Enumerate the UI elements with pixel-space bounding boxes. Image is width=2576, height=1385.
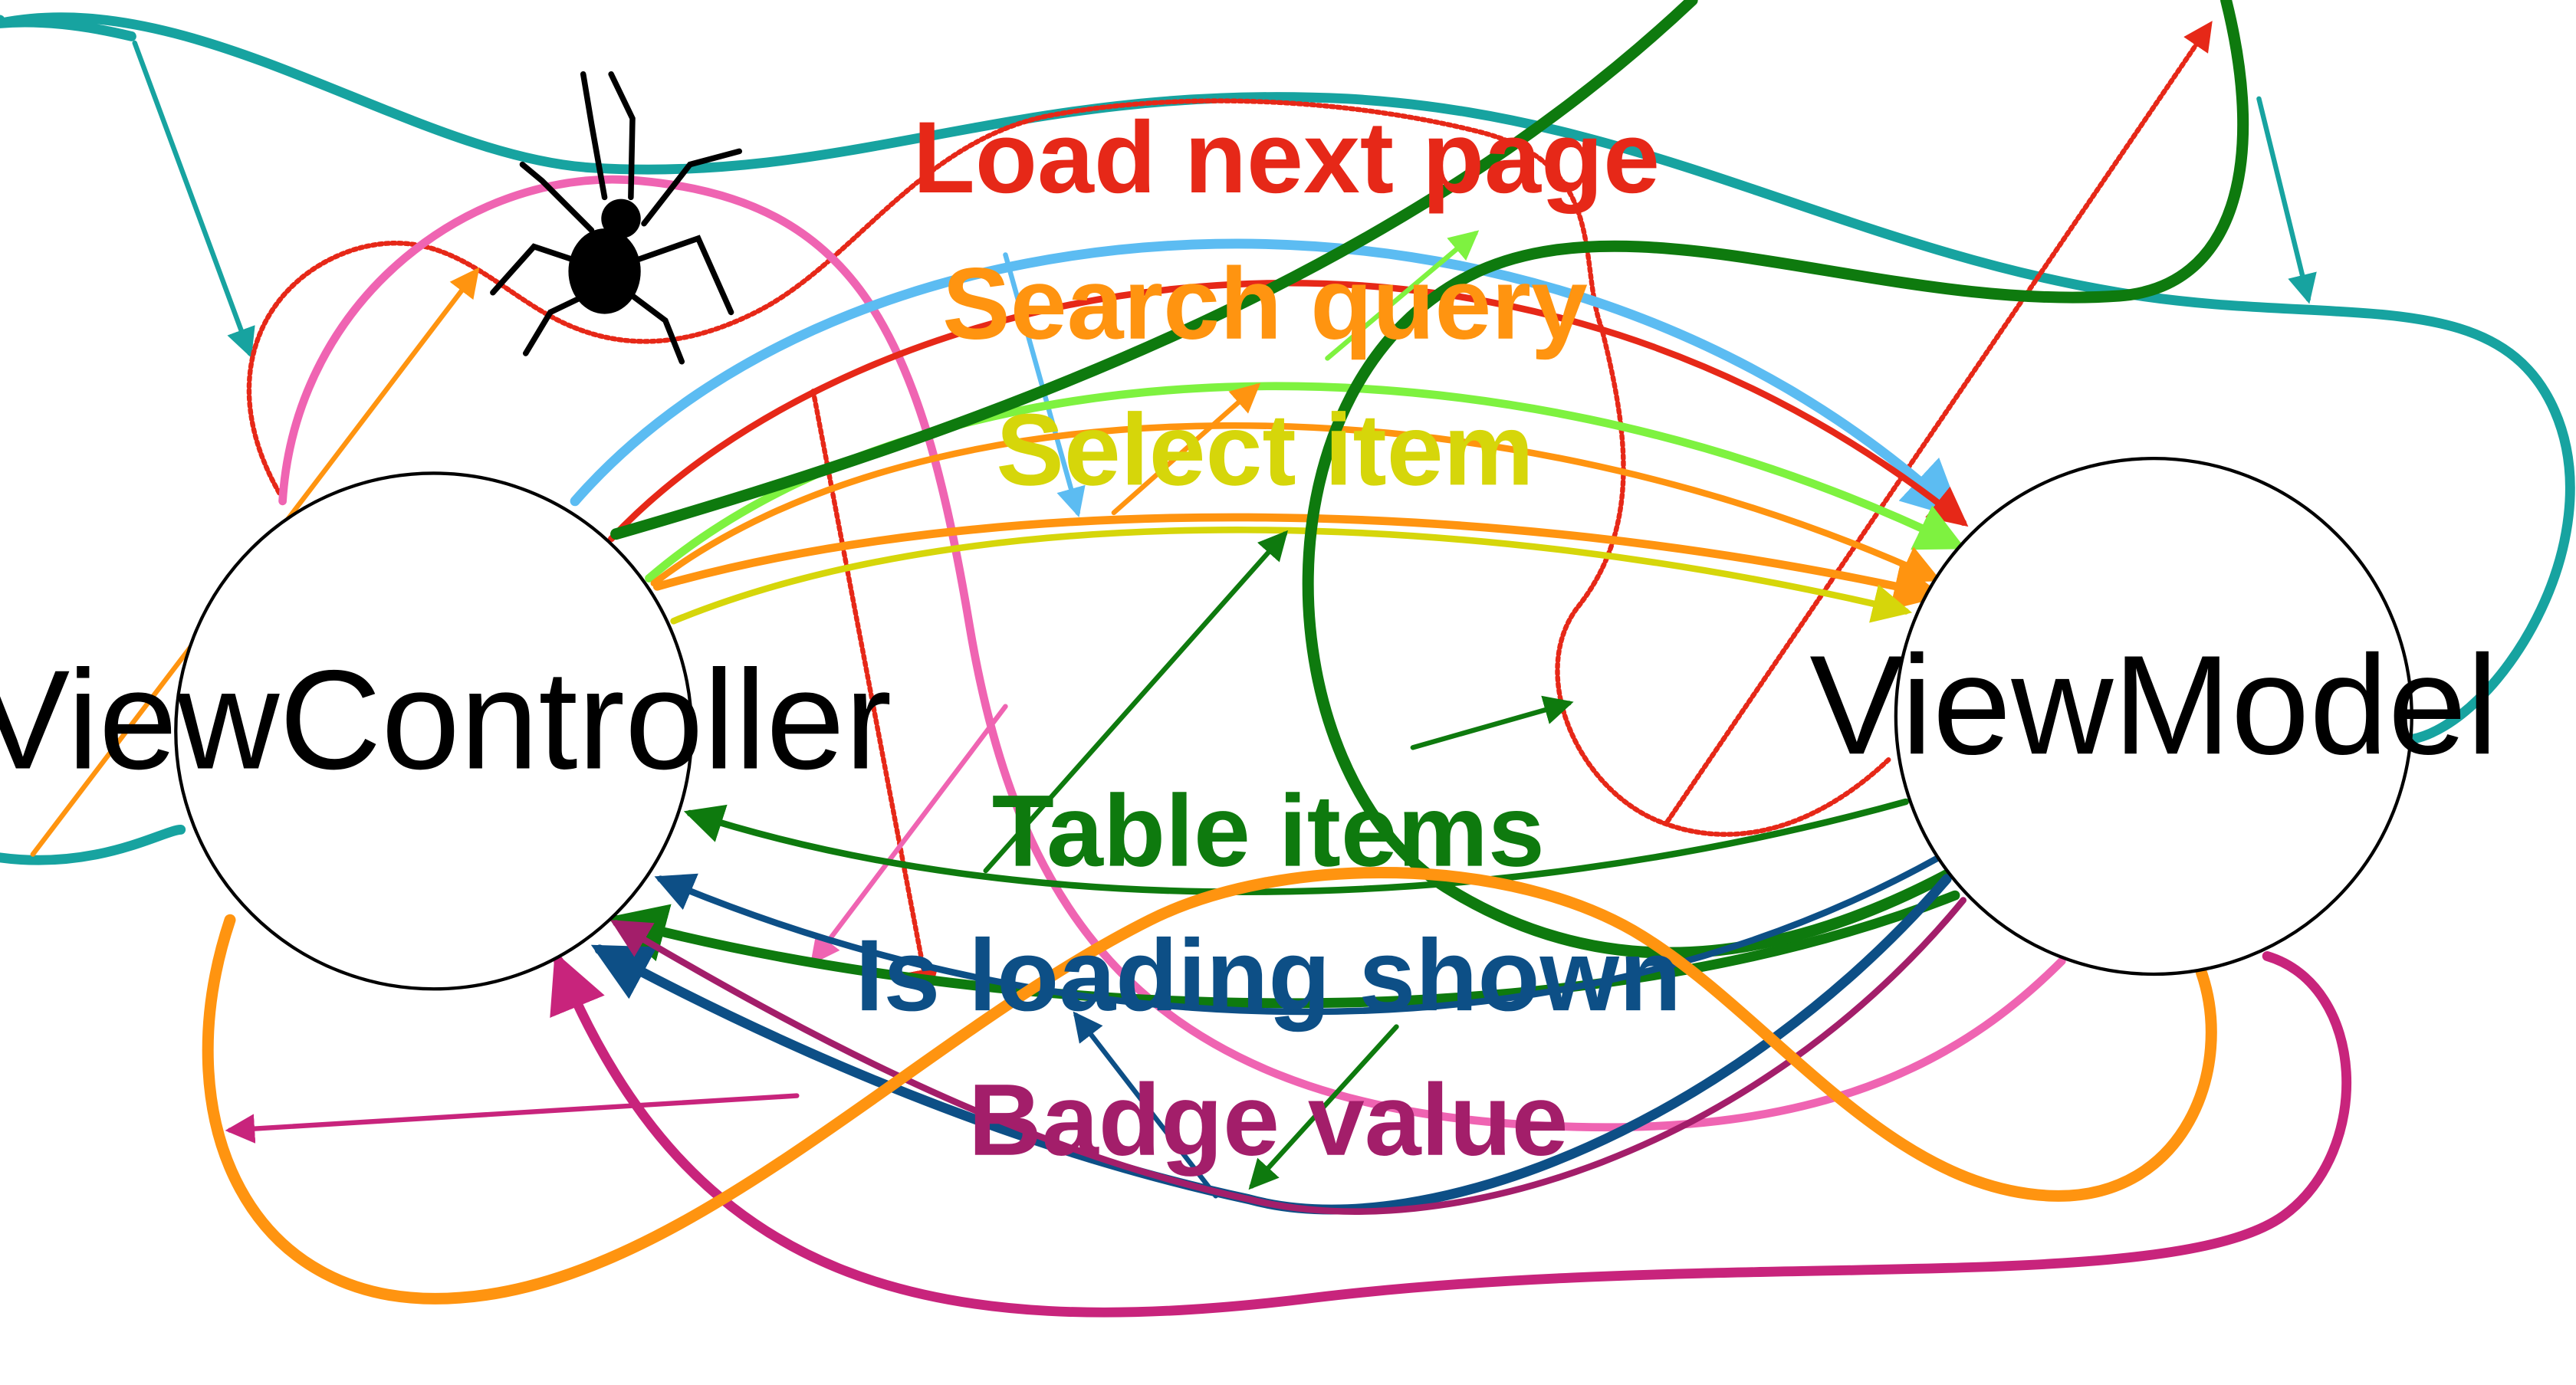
green-big-edge bbox=[610, 0, 2249, 959]
badge-value-label: Badge value bbox=[968, 1064, 1569, 1177]
magenta-arrow bbox=[225, 1093, 800, 1144]
is-loading-shown-edge bbox=[654, 854, 1942, 1016]
badge-value-edge bbox=[610, 897, 1967, 1215]
pink-loop-edge bbox=[278, 175, 2066, 1132]
view-model-node[interactable]: ViewModel bbox=[1809, 456, 2498, 976]
green-lower-edge bbox=[606, 890, 1960, 1009]
search-query-arrow bbox=[1111, 382, 1261, 516]
magenta-outer-edge bbox=[550, 951, 2352, 1318]
search-query-label: Search query bbox=[942, 248, 1588, 361]
pink-arrow bbox=[810, 704, 1008, 965]
sky-blue-edge bbox=[570, 238, 1963, 520]
search-green-arrow bbox=[1325, 230, 1480, 361]
navy-arrow bbox=[1073, 1011, 1218, 1199]
table-items-label: Table items bbox=[992, 775, 1545, 888]
view-controller-node[interactable]: ViewController bbox=[0, 471, 892, 991]
red-dotted-arrow-up bbox=[1664, 21, 2213, 824]
green-arrow-mid bbox=[1410, 695, 1574, 750]
green-arrow-select bbox=[983, 530, 1288, 874]
orange-wave-edge bbox=[202, 866, 2217, 1305]
teal-arrow-left bbox=[132, 40, 255, 359]
teal-arrow-right bbox=[2256, 96, 2317, 304]
green-arrow-badge bbox=[1248, 1024, 1399, 1190]
search-query-edge bbox=[650, 422, 1942, 587]
load-next-page-label: Load next page bbox=[913, 101, 1660, 215]
select-item-edge bbox=[670, 527, 1913, 625]
select-item-label: Select item bbox=[996, 393, 1533, 507]
orange-straight-edge bbox=[652, 513, 1944, 610]
sky-blue-arrow bbox=[1003, 252, 1086, 518]
teal-wave-edge bbox=[0, 12, 2575, 865]
view-model-label: ViewModel bbox=[1809, 626, 2498, 784]
view-controller-label: ViewController bbox=[0, 642, 892, 799]
spider-icon bbox=[490, 71, 743, 365]
table-items-edge bbox=[683, 798, 1909, 895]
is-loading-shown-label: Is loading shown bbox=[856, 919, 1682, 1032]
load-next-page-edge bbox=[607, 280, 1969, 543]
